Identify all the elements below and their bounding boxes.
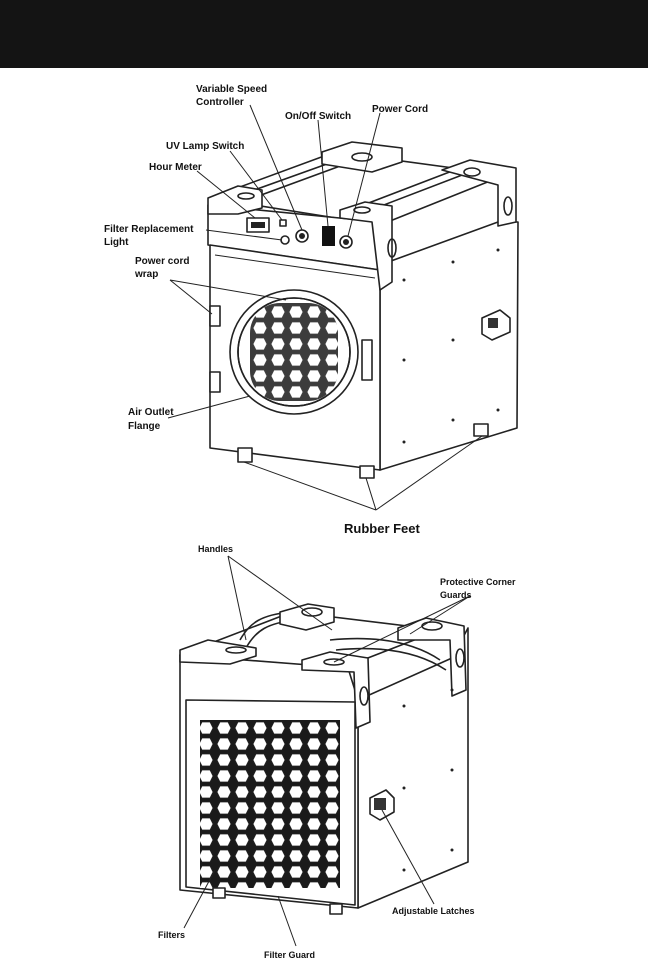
label-power-cord-wrap: Power cord wrap <box>134 256 192 280</box>
top-corner-guard-br <box>441 159 517 227</box>
on-off-switch <box>322 226 335 246</box>
label-uv-lamp-switch: UV Lamp Switch <box>166 141 244 152</box>
label-power-cord: Power Cord <box>372 104 428 115</box>
rubber-foot-1 <box>237 447 253 463</box>
bottom-foot-2 <box>329 903 343 915</box>
bottom-leader-lines <box>183 555 471 947</box>
label-on-off-switch: On/Off Switch <box>285 111 351 122</box>
rubber-foot-3 <box>473 423 489 437</box>
label-rubber-feet: Rubber Feet <box>344 521 421 536</box>
bottom-handle-right <box>329 637 441 661</box>
rubber-foot-2 <box>359 465 375 479</box>
label-air-outlet-flange: Air Outlet Flange <box>128 407 176 432</box>
cord-wrap-right <box>361 339 373 381</box>
bottom-corner-guard-fl <box>179 639 257 665</box>
label-variable-speed: Variable Speed Controller <box>196 84 270 108</box>
header-bar <box>0 0 648 68</box>
label-filters: Filters <box>158 930 185 940</box>
top-side-panel <box>379 221 519 471</box>
cord-wrap-left-low <box>209 371 221 393</box>
label-handles: Handles <box>198 544 233 554</box>
top-corner-guard-fr <box>339 201 393 291</box>
cord-wrap-left <box>209 305 221 327</box>
filter-replacement-light <box>280 235 290 245</box>
bottom-foot-1 <box>212 887 226 899</box>
top-leader-lines <box>167 104 483 511</box>
top-unit-drawing <box>207 141 519 479</box>
label-adjustable-latches: Adjustable Latches <box>392 906 475 916</box>
top-corner-guard-fl <box>207 185 263 215</box>
label-hour-meter: Hour Meter <box>149 162 202 173</box>
label-filter-replacement-light: Filter Replacement Light <box>104 224 196 248</box>
filter-grid <box>200 720 340 888</box>
bottom-unit-drawing <box>179 603 469 915</box>
bottom-corner-guard-fr <box>301 651 371 729</box>
uv-lamp-switch <box>279 219 287 227</box>
label-protective-corner-guards: Protective Corner Guards <box>440 577 518 600</box>
label-filter-guard: Filter Guard <box>264 950 315 960</box>
